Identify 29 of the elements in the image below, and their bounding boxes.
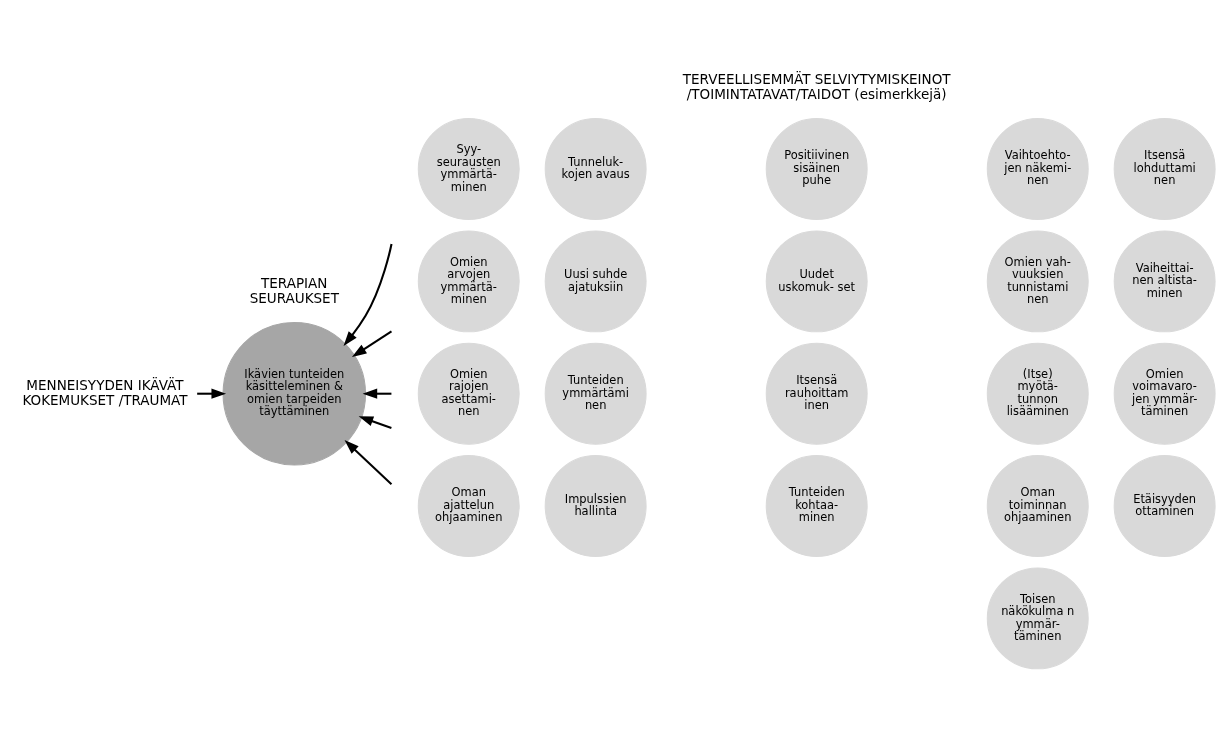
node-circle: Uudet uskomuk- set [765, 229, 868, 332]
node-label: TERAPIAN SEURAUKSET [249, 274, 339, 306]
node-circle: Itsensä rauhoittam inen [765, 342, 868, 445]
arrow [344, 439, 393, 485]
node-circle: Oman ajattelun ohjaaminen [417, 454, 520, 557]
node-circle: Omien arvojen ymmärtä- minen [417, 229, 520, 332]
node-circle: (Itse) myötä- tunnon lisääminen [986, 342, 1089, 445]
node-circle: Toisen näkökulma n ymmär- täminen [986, 566, 1089, 669]
node-circle: Tunteiden ymmärtämi nen [544, 342, 647, 445]
node-circle: Omien voimavaro- jen ymmär- täminen [1113, 342, 1216, 445]
node-text: MENNEISYYDEN IKÄVÄT KOKEMUKSET /TRAUMAT [22, 376, 188, 408]
arrow [343, 243, 393, 346]
node-circle: Uusi suhde ajatuksiin [544, 229, 647, 332]
arrow [358, 415, 392, 429]
node-circle: Vaihtoehto- jen näkemi- nen [986, 117, 1089, 220]
node-circle: Impulssien hallinta [544, 454, 647, 557]
node-circle: Omien vah- vuuksien tunnistami nen [986, 229, 1089, 332]
node-circle: Etäisyyden ottaminen [1113, 454, 1216, 557]
arrow [351, 329, 393, 357]
node-text: TERVEELLISEMMÄT SELVIYTYMISKEINOT /TOIMINTATAVAT/TAIDOT (esimerkkejä) [682, 70, 951, 102]
node-circle: Itsensä lohduttami nen [1113, 117, 1216, 220]
node-circle: Positiivinen sisäinen puhe [765, 117, 868, 220]
arrow [197, 388, 227, 399]
node-circle: Vaiheittai- nen altista- minen [1113, 229, 1216, 332]
node-circle: Syy- seurausten ymmärtä- minen [417, 117, 520, 220]
node-circle: Omien rajojen asettami- nen [417, 342, 520, 445]
node-circle: Tunneluk- kojen avaus [544, 117, 647, 220]
node-circle: Tunteiden kohtaa- minen [765, 454, 868, 557]
node-circle: Oman toiminnan ohjaaminen [986, 454, 1089, 557]
